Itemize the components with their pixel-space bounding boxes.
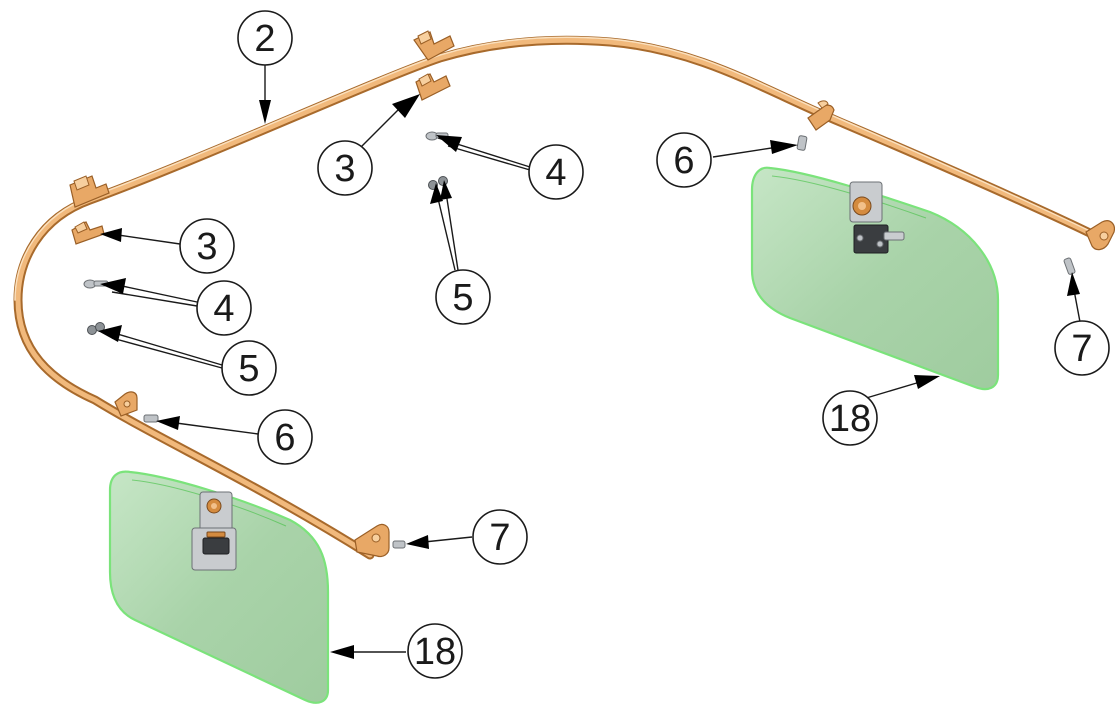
callout-3-left-label: 3 [196,226,217,268]
callout-18-right: 18 [822,390,878,446]
callout-4-top-label: 4 [545,152,566,194]
callout-4-top: 4 [528,144,584,200]
bolt-part-7-right [1063,257,1076,275]
callout-7-right: 7 [1054,320,1110,376]
callout-3-top: 3 [317,140,373,196]
rail-bracket-right [807,100,835,131]
callout-5-left: 5 [221,340,277,396]
visor-part-18-left [108,470,330,704]
callout-4-left-label: 4 [213,288,234,330]
bolt-part-7-left [392,540,406,549]
callout-6-right: 6 [656,132,712,188]
callout-6-right-label: 6 [673,140,694,182]
callout-4-left: 4 [196,280,252,336]
rail-bracket-top [413,30,455,61]
rail-end-left [354,523,390,558]
callout-7-right-label: 7 [1071,328,1092,370]
pin-part-6-left [143,414,159,423]
callout-6-left-label: 6 [274,417,295,459]
rail-bracket-left [69,175,110,208]
callout-3-left: 3 [179,218,235,274]
rail-bracket-lower-left [114,391,138,417]
visor-part-18-right [750,166,1000,391]
callout-5-left-label: 5 [238,348,259,390]
callout-18-left: 18 [407,623,463,679]
callout-18-right-label: 18 [829,398,871,440]
bracket-part-3-left [71,221,105,245]
callout-7-left-label: 7 [489,517,510,559]
callout-7-left: 7 [472,509,528,565]
callout-5-top: 5 [435,269,491,325]
callout-2-label: 2 [254,18,275,60]
leader-lines [98,64,1081,659]
callout-5-top-label: 5 [452,277,473,319]
callout-2: 2 [237,10,293,66]
callout-3-top-label: 3 [334,148,355,190]
pin-part-6-right [796,135,808,151]
nut-part-5-left [87,322,105,335]
rail-end-right [1085,220,1115,251]
callout-6-left: 6 [257,409,313,465]
bracket-part-3-top [415,73,451,101]
callout-18-left-label: 18 [414,631,456,673]
